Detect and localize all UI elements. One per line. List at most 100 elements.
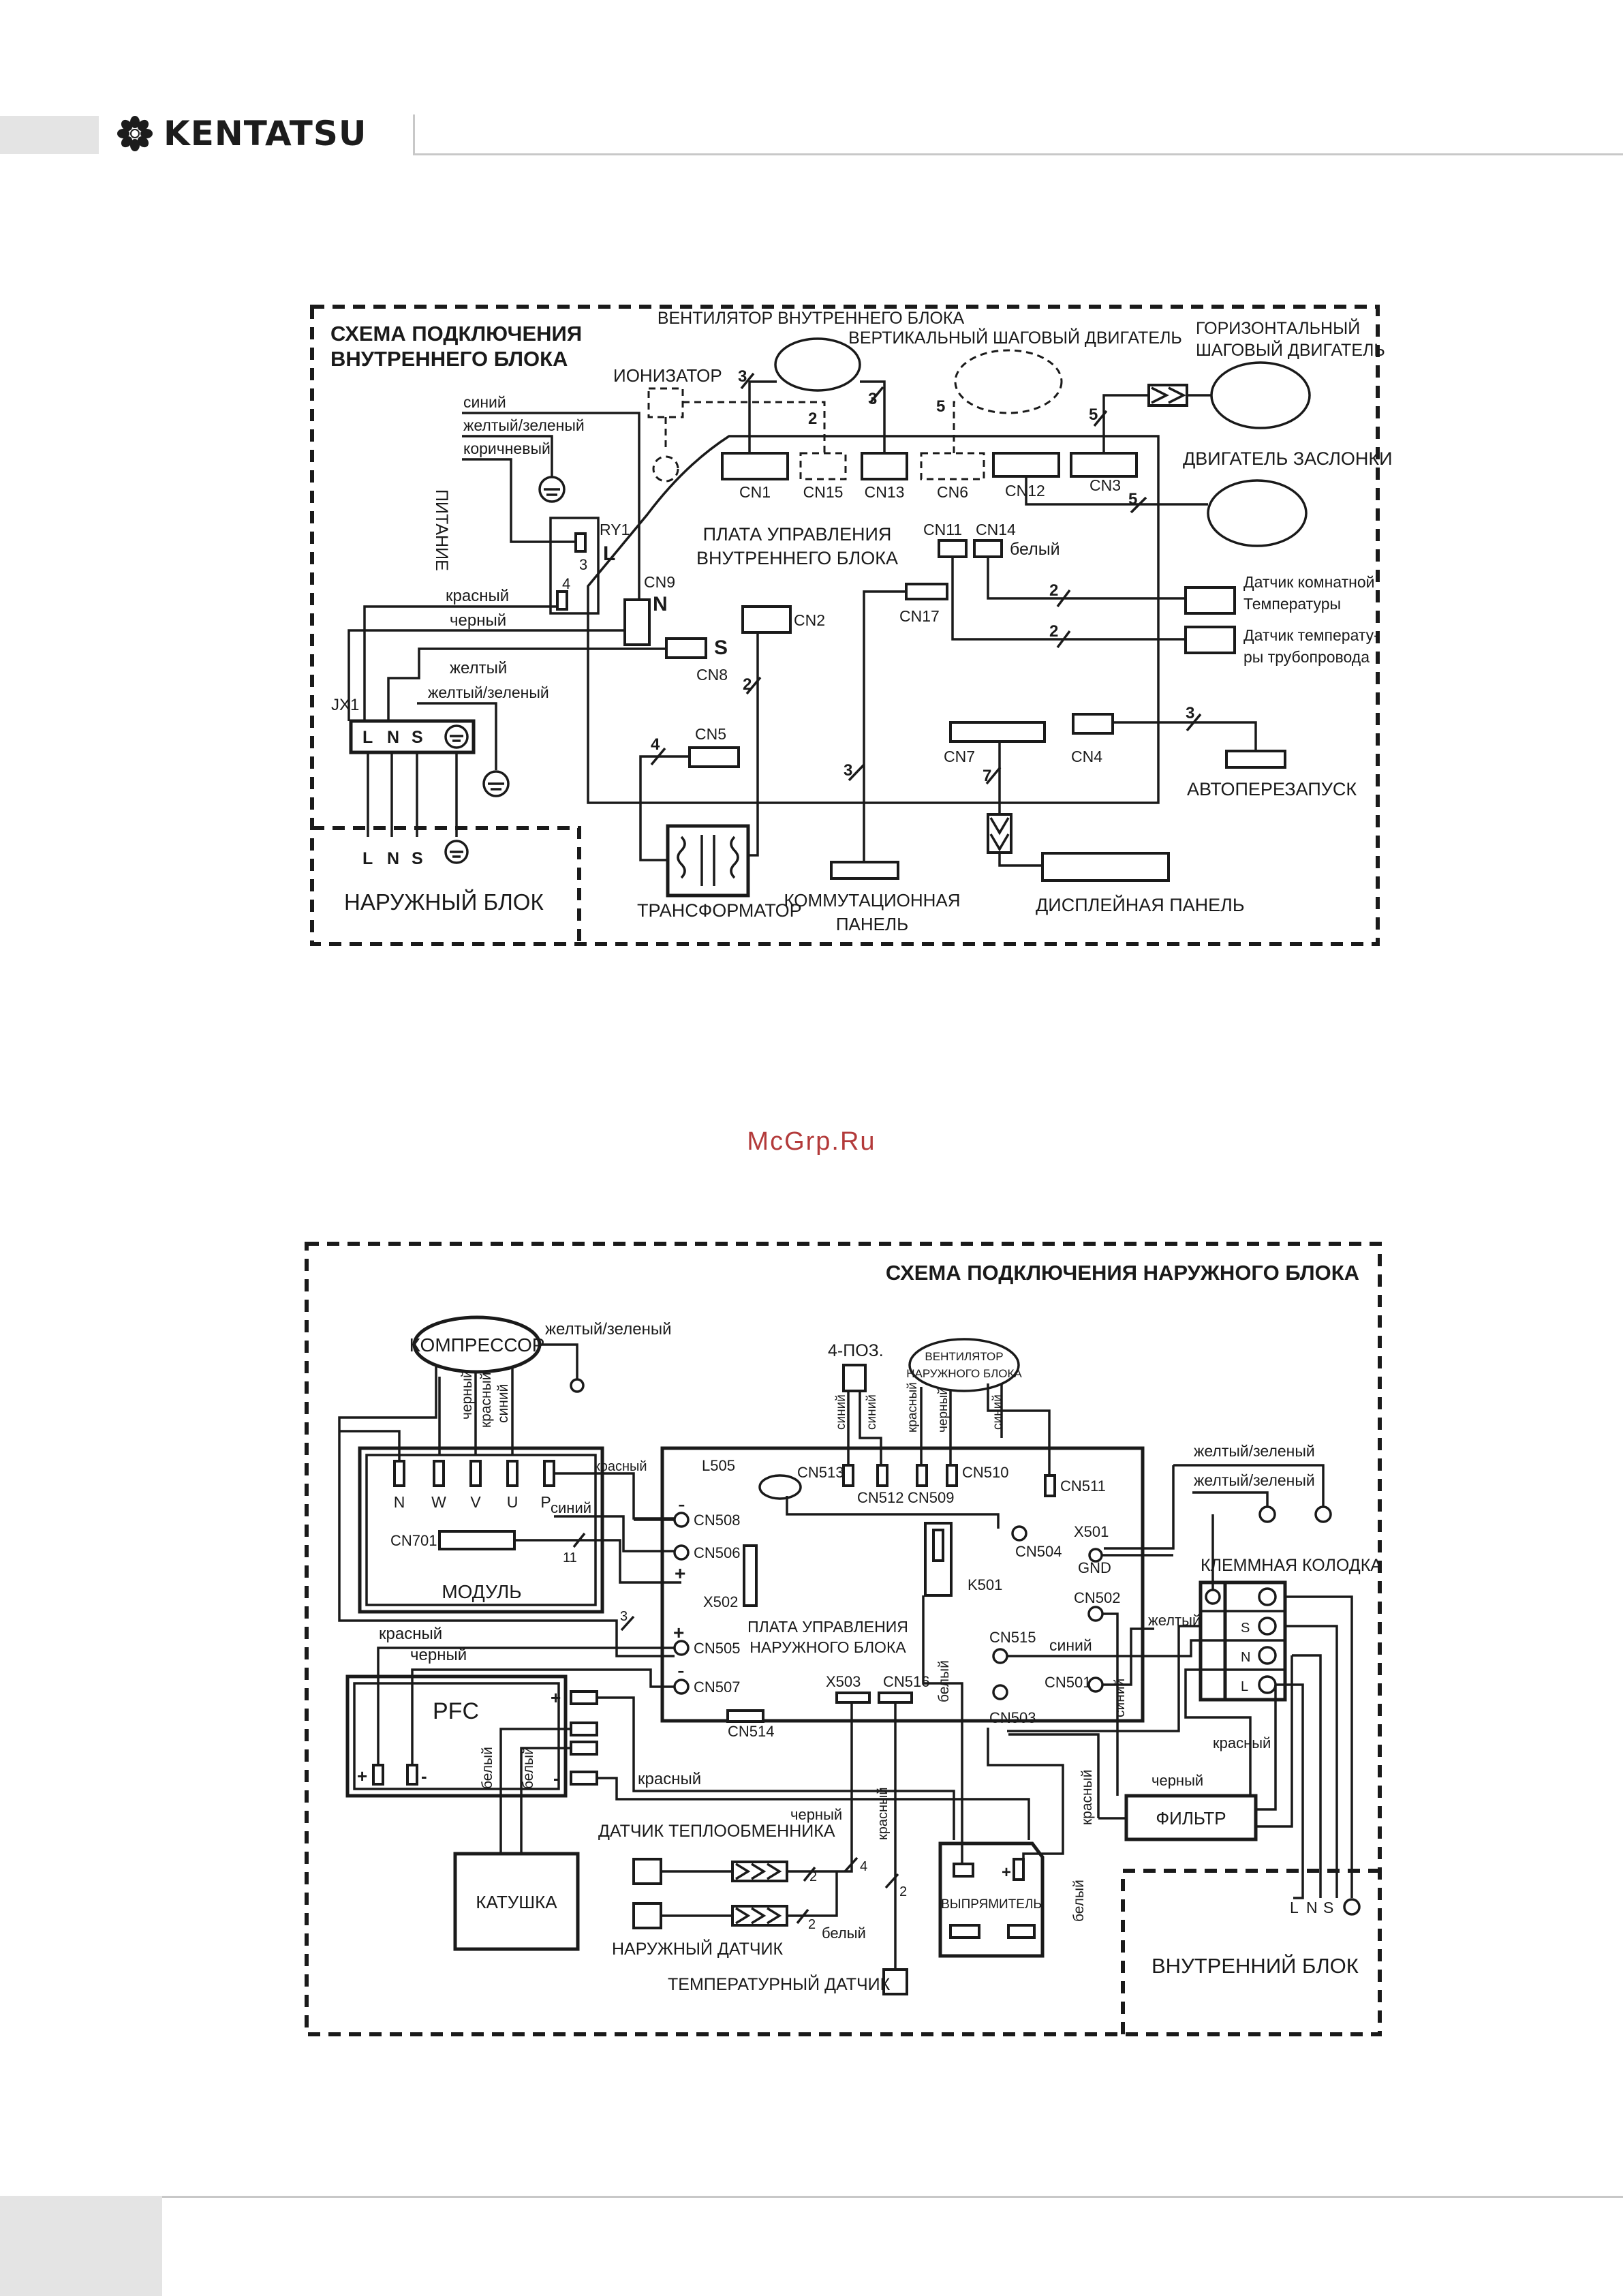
yellow-wire	[1007, 1625, 1201, 1732]
transformer-secondary-wire	[748, 632, 759, 857]
jx1-n: N	[387, 728, 399, 747]
rectifier-plus	[1013, 1858, 1025, 1881]
lns-l: L	[1290, 1899, 1299, 1916]
label-cn510: CN510	[962, 1464, 1008, 1481]
label-cn503: CN503	[989, 1709, 1036, 1726]
wire-black-fan: черный	[936, 1388, 950, 1433]
count-hx: 2	[809, 1869, 817, 1884]
label-cn504: CN504	[1015, 1543, 1062, 1560]
label-cn513: CN513	[797, 1464, 844, 1481]
indoor-fan-motor	[774, 337, 861, 392]
display-panel	[1041, 852, 1170, 882]
label-cn4: CN4	[1071, 748, 1102, 765]
wire-red-temp: красный	[876, 1787, 891, 1840]
plus-cn505: +	[673, 1622, 684, 1643]
label-cn514: CN514	[728, 1723, 774, 1740]
pfc-plus-terminal	[372, 1764, 384, 1786]
label-ry1: RY1	[600, 521, 630, 538]
ionizer-ground-icon	[652, 455, 679, 483]
display-panel-wire	[998, 853, 1042, 867]
wire-black-comp: черный	[459, 1370, 475, 1420]
pin-n-cn9: N	[653, 593, 668, 615]
outdoor-fan-label-1: ВЕНТИЛЯТОР	[925, 1350, 1003, 1363]
slash-hx	[803, 1866, 816, 1882]
indoor-unit-label: ВНУТРЕННИЙ БЛОК	[1151, 1953, 1359, 1978]
rectifier-ac-wire	[922, 1595, 963, 1864]
heat-exchanger-wire	[661, 1702, 853, 1873]
wire-black-indoor: черный	[450, 611, 506, 630]
vertical-motor-wire	[953, 401, 955, 453]
module-pin-u	[506, 1460, 519, 1487]
compressor-wires	[338, 1366, 675, 1657]
transformer-coils-icon	[677, 835, 739, 886]
horizontal-step-motor-label-1: ГОРИЗОНТАЛЬНЫЙ	[1196, 318, 1360, 338]
relay-k501-coil	[932, 1529, 944, 1562]
horizontal-step-motor	[1210, 361, 1311, 429]
connector-cn2	[741, 605, 792, 634]
terminal-block-dividers	[1201, 1610, 1285, 1671]
terminal-cn504	[1011, 1525, 1027, 1542]
terminal-cn515	[992, 1648, 1008, 1664]
tb-right-ground	[1258, 1587, 1277, 1606]
label-cn11: CN11	[923, 521, 962, 538]
outdoor-board	[660, 1446, 1145, 1723]
wire-yg-b: желтый/зеленый	[1194, 1471, 1315, 1489]
pipe-sensor-label-1: Датчик температу-	[1243, 626, 1379, 644]
slash-fan-1	[740, 372, 755, 390]
compressor-ground-wire	[538, 1343, 578, 1380]
wire-blue-4way-1: синий	[834, 1394, 848, 1430]
jx1-l: L	[362, 728, 373, 747]
wire-red-run	[363, 605, 557, 721]
wire-blue-4way-2: синий	[865, 1394, 879, 1430]
switch-panel-label-2: ПАНЕЛЬ	[836, 914, 908, 934]
power-blue-wire	[462, 412, 640, 600]
connector-cn11	[938, 539, 968, 558]
wire-black-run	[347, 629, 625, 721]
indoor-title-2: ВНУТРЕННЕГО БЛОКА	[330, 347, 568, 371]
slash-cn701	[572, 1532, 586, 1548]
module-pin-w	[433, 1460, 445, 1487]
filter-in-wire	[1008, 1733, 1126, 1820]
slash-sensor-1	[1056, 589, 1071, 608]
count-cn7: 7	[983, 767, 991, 785]
connector-cn514	[726, 1709, 764, 1723]
relay-pin-3: 3	[579, 556, 587, 573]
outdoor-ground-mark	[450, 851, 463, 858]
terminal-ground-mark	[488, 782, 504, 791]
damper-motor-label: ДВИГАТЕЛЬ ЗАСЛОНКИ	[1183, 448, 1393, 469]
indoor-wiring-diagram: СХЕМА ПОДКЛЮЧЕНИЯ ВНУТРЕННЕГО БЛОКА ПЛАТ…	[310, 305, 1393, 946]
lns-s: S	[1323, 1899, 1333, 1916]
label-cn507: CN507	[694, 1679, 740, 1696]
outdoor-sensor-arrows-icon	[735, 1907, 782, 1925]
count-switch: 3	[844, 761, 852, 780]
wire-yg2-run	[417, 702, 497, 770]
wire-red-indoor: красный	[446, 587, 509, 605]
heat-exchanger-sensor-label: ДАТЧИК ТЕПЛООБМЕННИКА	[598, 1822, 835, 1841]
label-cn511: CN511	[1060, 1478, 1106, 1495]
rectifier-label: ВЫПРЯМИТЕЛЬ	[941, 1897, 1042, 1912]
ground-icon-b	[1258, 1505, 1276, 1523]
wire-white-cn14: белый	[1010, 540, 1060, 559]
wire-black-sensor: черный	[790, 1806, 842, 1823]
l505-wire	[786, 1496, 1000, 1529]
pfc-plus: +	[357, 1766, 367, 1786]
pfc-module-inner	[353, 1682, 560, 1790]
tb-left-ground	[1205, 1589, 1221, 1605]
display-arrows-icon	[989, 817, 1010, 852]
red-tb-wire	[1184, 1668, 1252, 1796]
outdoor-fan	[908, 1338, 1020, 1392]
indoor-ground-icon	[1343, 1898, 1361, 1916]
label-cn509: CN509	[908, 1489, 954, 1506]
tb-right-s	[1258, 1617, 1277, 1636]
power-label: ПИТАНИЕ	[432, 489, 451, 571]
rectifier-white-wire	[987, 1728, 1064, 1859]
slash-hmotor	[1093, 410, 1108, 427]
switch-panel-wire	[863, 590, 906, 862]
label-x502: X502	[703, 1593, 738, 1610]
inductor-l505	[758, 1474, 802, 1500]
terminal-jx1	[349, 719, 476, 754]
connector-x502	[743, 1544, 758, 1607]
module-label: МОДУЛЬ	[442, 1581, 521, 1602]
room-sensor-label-1: Датчик комнатной	[1243, 573, 1374, 591]
